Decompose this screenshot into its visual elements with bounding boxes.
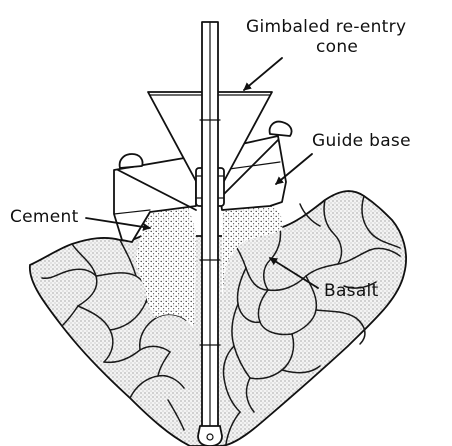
- drill-string: [198, 22, 222, 446]
- drill-bit: [198, 426, 222, 446]
- label-reentry-cone-line2: cone: [316, 37, 358, 57]
- label-basalt: Basalt: [324, 281, 379, 301]
- label-cement: Cement: [10, 207, 79, 227]
- guide-base-left-post: [120, 154, 143, 168]
- label-reentry-cone-line1: Gimbaled re-entry: [246, 17, 406, 37]
- label-guide-base: Guide base: [312, 131, 411, 151]
- guide-base-right-post: [270, 122, 292, 136]
- leader-reentry-cone: [244, 58, 282, 90]
